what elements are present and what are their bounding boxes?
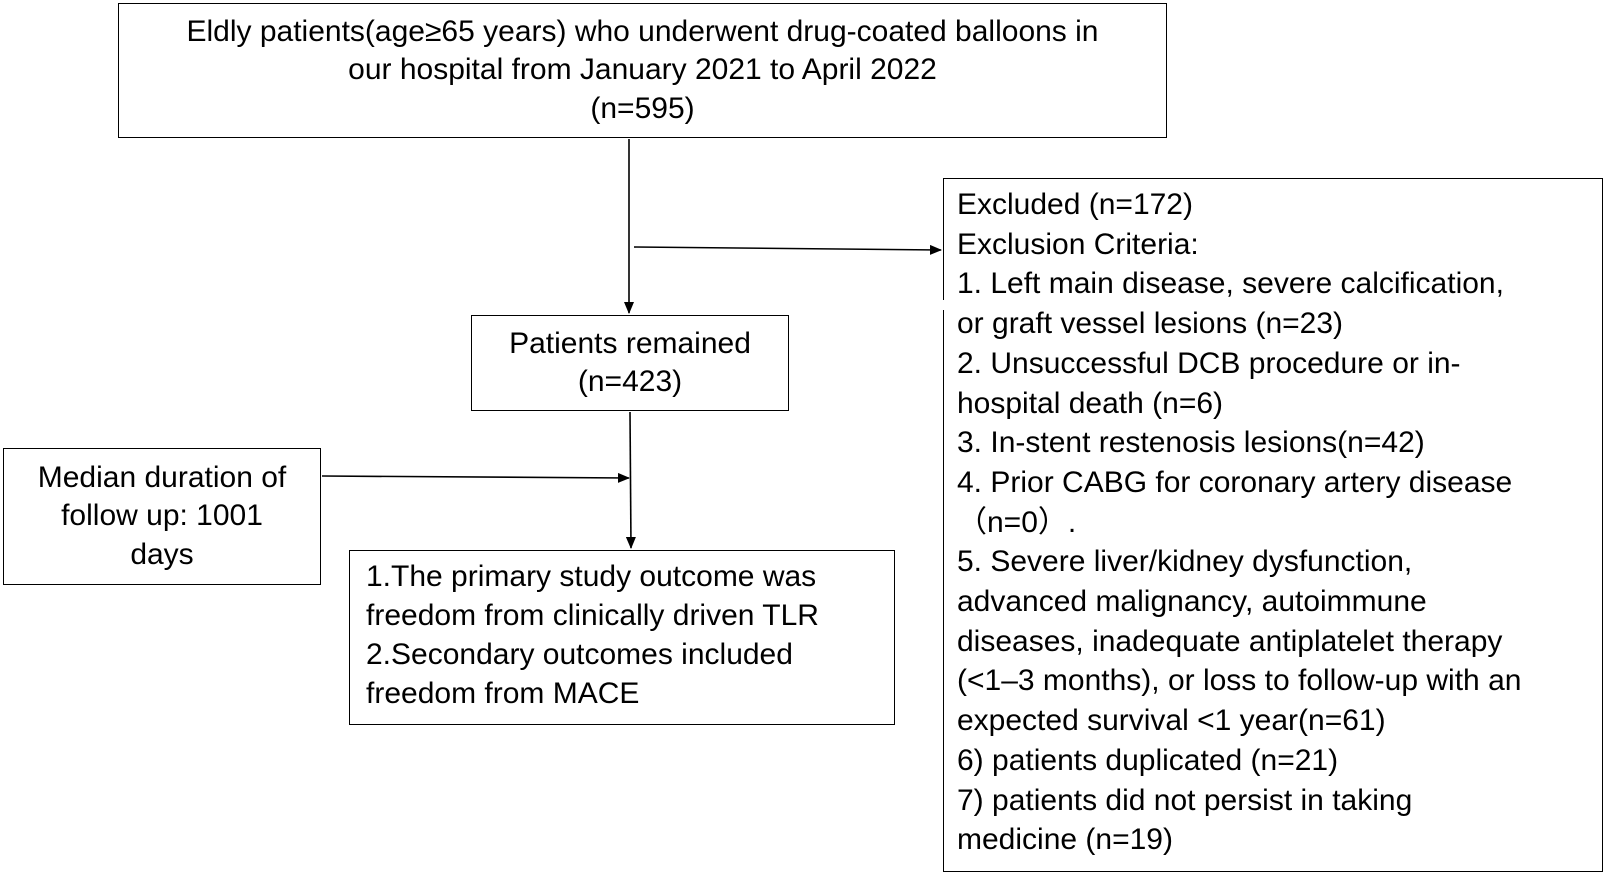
enrollment-line-1: Eldly patients(age≥65 years) who underwe…: [186, 14, 1099, 48]
excluded-line-7: 3. In-stent restenosis lesions(n=42): [957, 426, 1425, 460]
excluded-line-16: 7) patients did not persist in taking: [957, 783, 1413, 817]
arrow-median-to-flow: [321, 472, 630, 483]
median-follow-up-box: Median duration of follow up: 1001 days: [3, 448, 321, 585]
excluded-line-14: expected survival <1 year(n=61): [957, 704, 1386, 738]
excluded-line-8: 4. Prior CABG for coronary artery diseas…: [957, 465, 1513, 499]
excluded-line-12: diseases, inadequate antiplatelet therap…: [957, 624, 1503, 658]
outcomes-line-4: freedom from MACE: [366, 677, 640, 710]
median-line-3: days: [130, 537, 194, 571]
enrollment-line-2: our hospital from January 2021 to April …: [348, 53, 937, 87]
excluded-line-3: 1. Left main disease, severe calcificati…: [957, 267, 1504, 301]
excluded-line-13: (<1–3 months), or loss to follow-up with…: [957, 664, 1522, 698]
enrollment-line-3: (n=595): [590, 91, 695, 125]
excluded-line-11: advanced malignancy, autoimmune: [957, 585, 1427, 619]
outcomes-line-1: 1.The primary study outcome was: [366, 560, 817, 593]
median-line-2: follow up: 1001: [61, 499, 263, 533]
excluded-line-2: Exclusion Criteria:: [957, 227, 1199, 261]
patients-remained-box: Patients remained (n=423): [471, 315, 789, 411]
remained-line-2: (n=423): [577, 365, 683, 398]
excluded-line-1: Excluded (n=172): [957, 188, 1193, 221]
remained-line-1: Patients remained: [509, 326, 751, 360]
excluded-line-6: hospital death (n=6): [957, 386, 1224, 420]
arrow-remained-to-outcomes: [625, 411, 636, 549]
arrow-to-excluded: [633, 244, 942, 255]
excluded-line-9: （n=0）.: [957, 505, 1077, 539]
excluded-line-5: 2. Unsuccessful DCB procedure or in-: [957, 346, 1461, 380]
excluded-line-15: 6) patients duplicated (n=21): [957, 743, 1339, 777]
excluded-box: Excluded (n=172) Exclusion Criteria: 1. …: [943, 178, 1603, 872]
excluded-box-left-border-lower: [943, 310, 944, 872]
excluded-line-17: medicine (n=19): [957, 823, 1173, 857]
excluded-box-left-border-upper: [943, 178, 944, 300]
outcomes-line-2: freedom from clinically driven TLR: [366, 599, 819, 632]
outcomes-box: 1.The primary study outcome was freedom …: [349, 550, 895, 725]
enrollment-box: Eldly patients(age≥65 years) who underwe…: [118, 3, 1167, 138]
median-line-1: Median duration of: [37, 460, 287, 494]
excluded-line-10: 5. Severe liver/kidney dysfunction,: [957, 545, 1413, 579]
outcomes-line-3: 2.Secondary outcomes included: [366, 638, 793, 671]
excluded-line-4: or graft vessel lesions (n=23): [957, 307, 1344, 341]
